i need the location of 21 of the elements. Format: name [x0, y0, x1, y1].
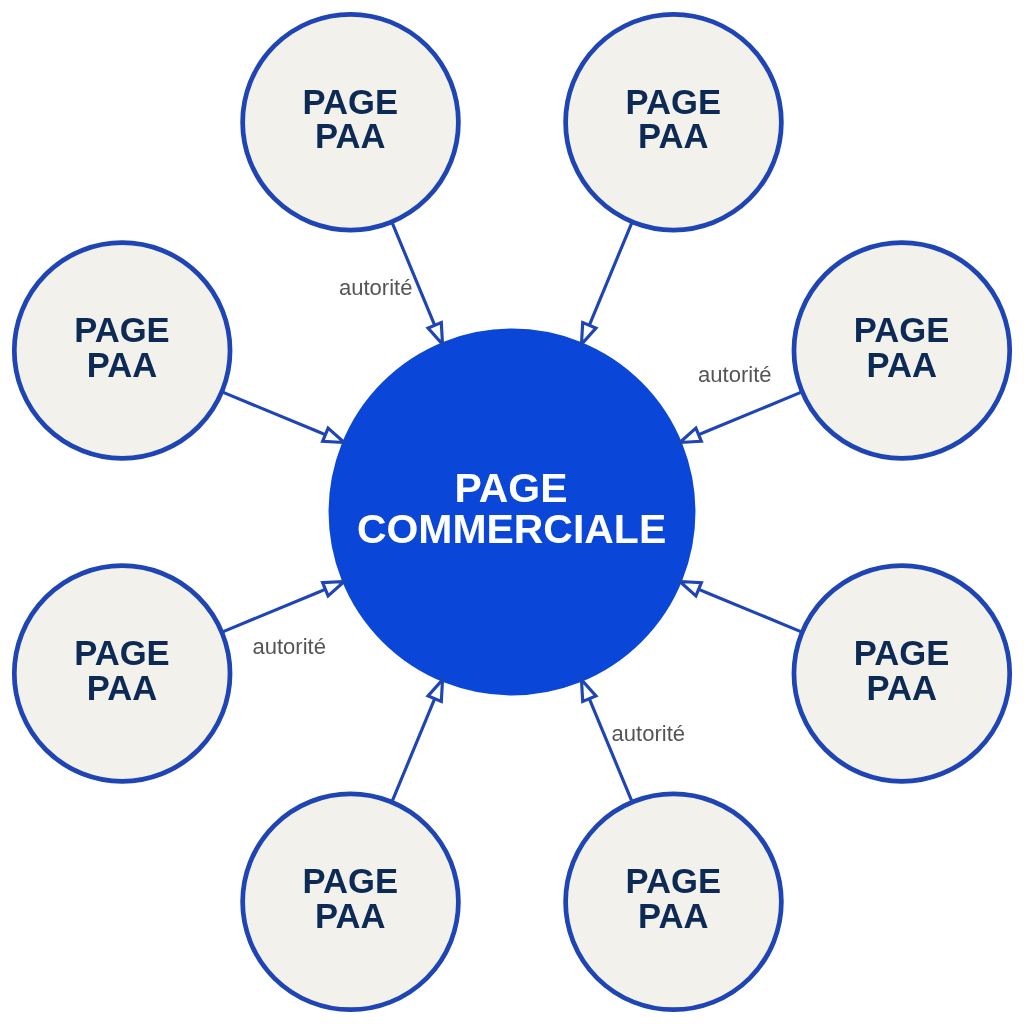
arrow [579, 221, 634, 349]
edge-label: autorité [338, 275, 413, 301]
node-circle: PAGE PAA [791, 563, 1013, 784]
arrow [390, 675, 445, 803]
arrow [579, 675, 634, 803]
node-circle: PAGE PAA [563, 11, 784, 233]
arrow [221, 390, 349, 445]
edge-label: autorité [611, 720, 686, 746]
node-circle: PAGE COMMERCIALE [328, 328, 696, 696]
edge-label: autorité [252, 634, 326, 660]
node-circle: PAGE PAA [791, 240, 1013, 461]
node-circle: PAGE PAA [11, 240, 233, 461]
arrow [390, 221, 445, 349]
arrow [221, 579, 349, 634]
edge-label: autorité [698, 361, 772, 387]
node-circle: PAGE PAA [240, 11, 461, 233]
arrow [675, 390, 803, 445]
node-circle: PAGE PAA [240, 791, 461, 1013]
node-circle: PAGE PAA [11, 563, 233, 784]
node-circle: PAGE PAA [563, 791, 784, 1013]
arrow [675, 579, 803, 634]
